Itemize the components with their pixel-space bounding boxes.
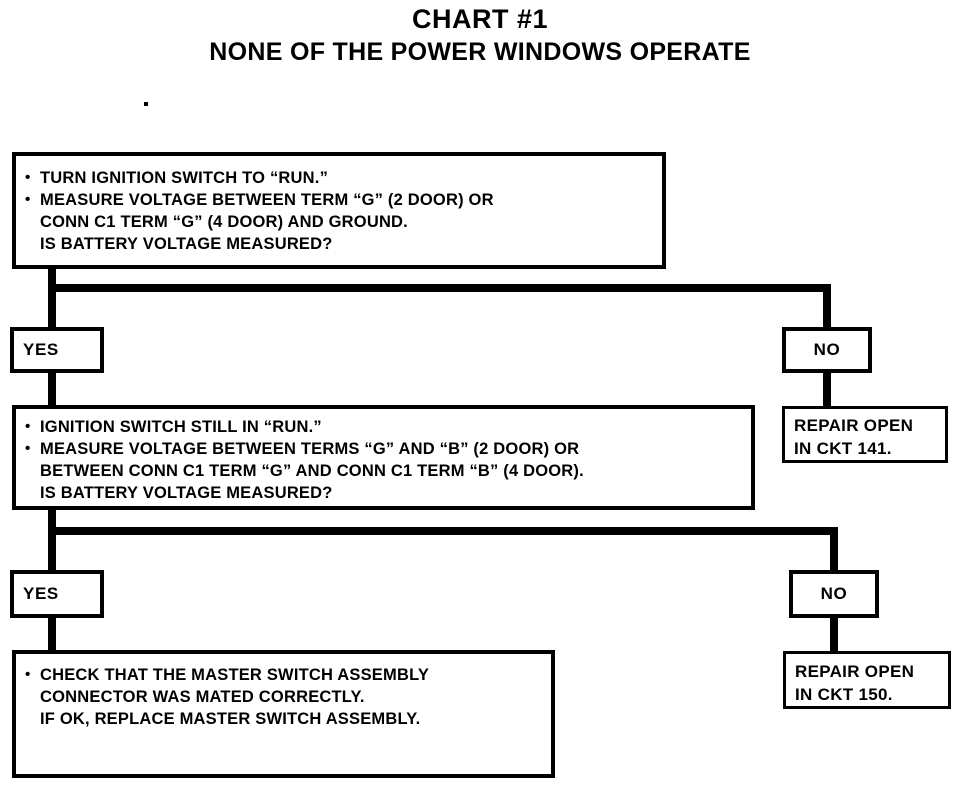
- terminal-repair-1-line-1: REPAIR OPEN: [794, 416, 914, 435]
- step-box-2: IGNITION SWITCH STILL IN “RUN.” MEASURE …: [12, 405, 755, 510]
- connector-to-yes-2: [48, 527, 56, 573]
- connector-step1-down: [48, 269, 56, 291]
- step-box-1-line-2: MEASURE VOLTAGE BETWEEN TERM “G” (2 DOOR…: [25, 189, 662, 211]
- connector-to-no-1: [823, 284, 831, 329]
- step-box-2-line-1: IGNITION SWITCH STILL IN “RUN.”: [25, 416, 751, 438]
- step-box-3: CHECK THAT THE MASTER SWITCH ASSEMBLY CO…: [12, 650, 555, 778]
- branch-no-2: NO: [789, 570, 879, 618]
- terminal-repair-1-line-2: IN CKT 141.: [794, 439, 892, 458]
- connector-split-bar-2: [48, 527, 838, 535]
- branch-no-1-label: NO: [813, 340, 841, 359]
- step-box-2-line-3: BETWEEN CONN C1 TERM “G” AND CONN C1 TER…: [40, 462, 584, 480]
- step-box-1-list: TURN IGNITION SWITCH TO “RUN.” MEASURE V…: [25, 167, 662, 255]
- terminal-repair-2-line-1: REPAIR OPEN: [795, 662, 915, 681]
- connector-no1-to-repair1: [823, 372, 831, 408]
- branch-yes-2: YES: [10, 570, 104, 618]
- step-box-2-line-4: IS BATTERY VOLTAGE MEASURED?: [40, 484, 333, 502]
- step-box-2-list: IGNITION SWITCH STILL IN “RUN.” MEASURE …: [25, 416, 751, 504]
- branch-no-2-label: NO: [820, 584, 848, 603]
- connector-to-no-2: [830, 527, 838, 573]
- connector-step2-down: [48, 510, 56, 532]
- terminal-repair-2: REPAIR OPEN IN CKT 150.: [783, 651, 951, 709]
- step-box-1-line-3: CONN C1 TERM “G” (4 DOOR) AND GROUND.: [40, 213, 408, 231]
- chart-subtitle: NONE OF THE POWER WINDOWS OPERATE: [209, 38, 751, 66]
- step-box-3-list: CHECK THAT THE MASTER SWITCH ASSEMBLY CO…: [25, 664, 551, 730]
- connector-split-bar-1: [48, 284, 831, 292]
- chart-title: CHART #1: [411, 4, 549, 34]
- step-box-2-line-2: MEASURE VOLTAGE BETWEEN TERMS “G” AND “B…: [25, 438, 751, 460]
- terminal-repair-2-line-2: IN CKT 150.: [795, 685, 893, 704]
- terminal-repair-1: REPAIR OPEN IN CKT 141.: [782, 406, 948, 463]
- branch-yes-1: YES: [10, 327, 104, 373]
- print-speck: [144, 102, 148, 106]
- branch-no-1: NO: [782, 327, 872, 373]
- step-box-3-line-3: IF OK, REPLACE MASTER SWITCH ASSEMBLY.: [40, 710, 421, 728]
- step-box-3-line-2: CONNECTOR WAS MATED CORRECTLY.: [40, 688, 365, 706]
- branch-yes-2-label: YES: [23, 584, 59, 603]
- step-box-1: TURN IGNITION SWITCH TO “RUN.” MEASURE V…: [12, 152, 666, 269]
- step-box-1-line-4: IS BATTERY VOLTAGE MEASURED?: [40, 235, 333, 253]
- branch-yes-1-label: YES: [23, 340, 59, 359]
- connector-yes2-to-step3: [48, 617, 56, 653]
- connector-yes1-to-step2: [48, 372, 56, 408]
- connector-no2-to-repair2: [830, 617, 838, 653]
- connector-to-yes-1: [48, 284, 56, 329]
- step-box-3-line-1: CHECK THAT THE MASTER SWITCH ASSEMBLY: [25, 664, 551, 686]
- step-box-1-line-1: TURN IGNITION SWITCH TO “RUN.”: [25, 167, 662, 189]
